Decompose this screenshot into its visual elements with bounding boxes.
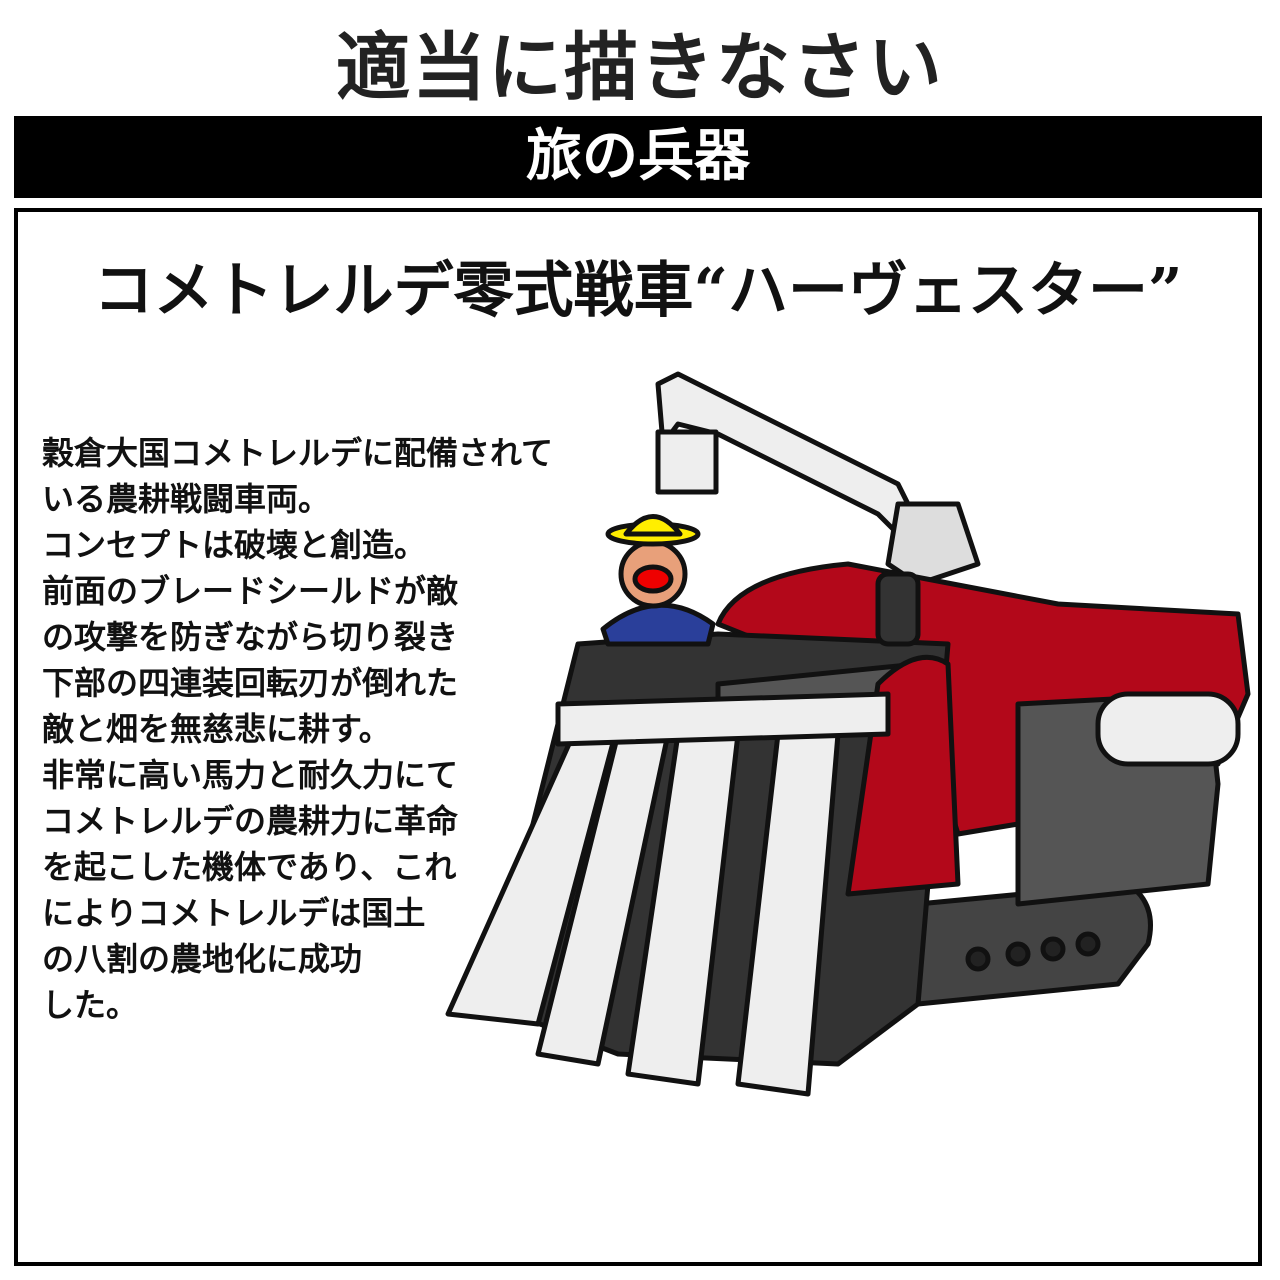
description-line: 下部の四連装回転刃が倒れた bbox=[42, 664, 459, 702]
description-line: 敵と畑を無慈悲に耕す。 bbox=[42, 710, 391, 748]
description-line: コンセプトは破壊と創造。 bbox=[42, 526, 427, 564]
description-line: いる農耕戦闘車両。 bbox=[42, 480, 331, 518]
description-line: によりコメトレルデは国土 bbox=[42, 894, 426, 932]
blade-tines bbox=[445, 721, 841, 1097]
vehicle-name: コメトレルデ零式戦車“ハーヴェスター” bbox=[93, 256, 1183, 326]
content-panel: コメトレルデ零式戦車“ハーヴェスター” 穀倉大国コメトレルデに配備されて いる農… bbox=[14, 208, 1262, 1266]
description-line: した。 bbox=[42, 986, 139, 1024]
description-line: 穀倉大国コメトレルデに配備されて bbox=[42, 434, 554, 472]
crane-head bbox=[655, 429, 719, 495]
section-banner: 旅の兵器 bbox=[14, 116, 1262, 198]
description-line: の八割の農地化に成功 bbox=[42, 940, 363, 978]
description-line: の攻撃を防ぎながら切り裂き bbox=[42, 618, 459, 656]
description-line: を起こした機体であり、これ bbox=[42, 848, 457, 886]
description-line: コメトレルデの農耕力に革命 bbox=[42, 802, 459, 840]
harvester-illustration bbox=[445, 371, 1251, 1097]
track-wheels bbox=[965, 931, 1101, 972]
description-line: 前面のブレードシールドが敵 bbox=[42, 572, 459, 610]
description-line: 非常に高い馬力と耐久力にて bbox=[42, 756, 459, 794]
driver bbox=[600, 514, 716, 647]
description: 穀倉大国コメトレルデに配備されて いる農耕戦闘車両。 コンセプトは破壊と創造。 … bbox=[42, 430, 553, 1028]
page-title: 適当に描きなさい bbox=[336, 25, 944, 111]
